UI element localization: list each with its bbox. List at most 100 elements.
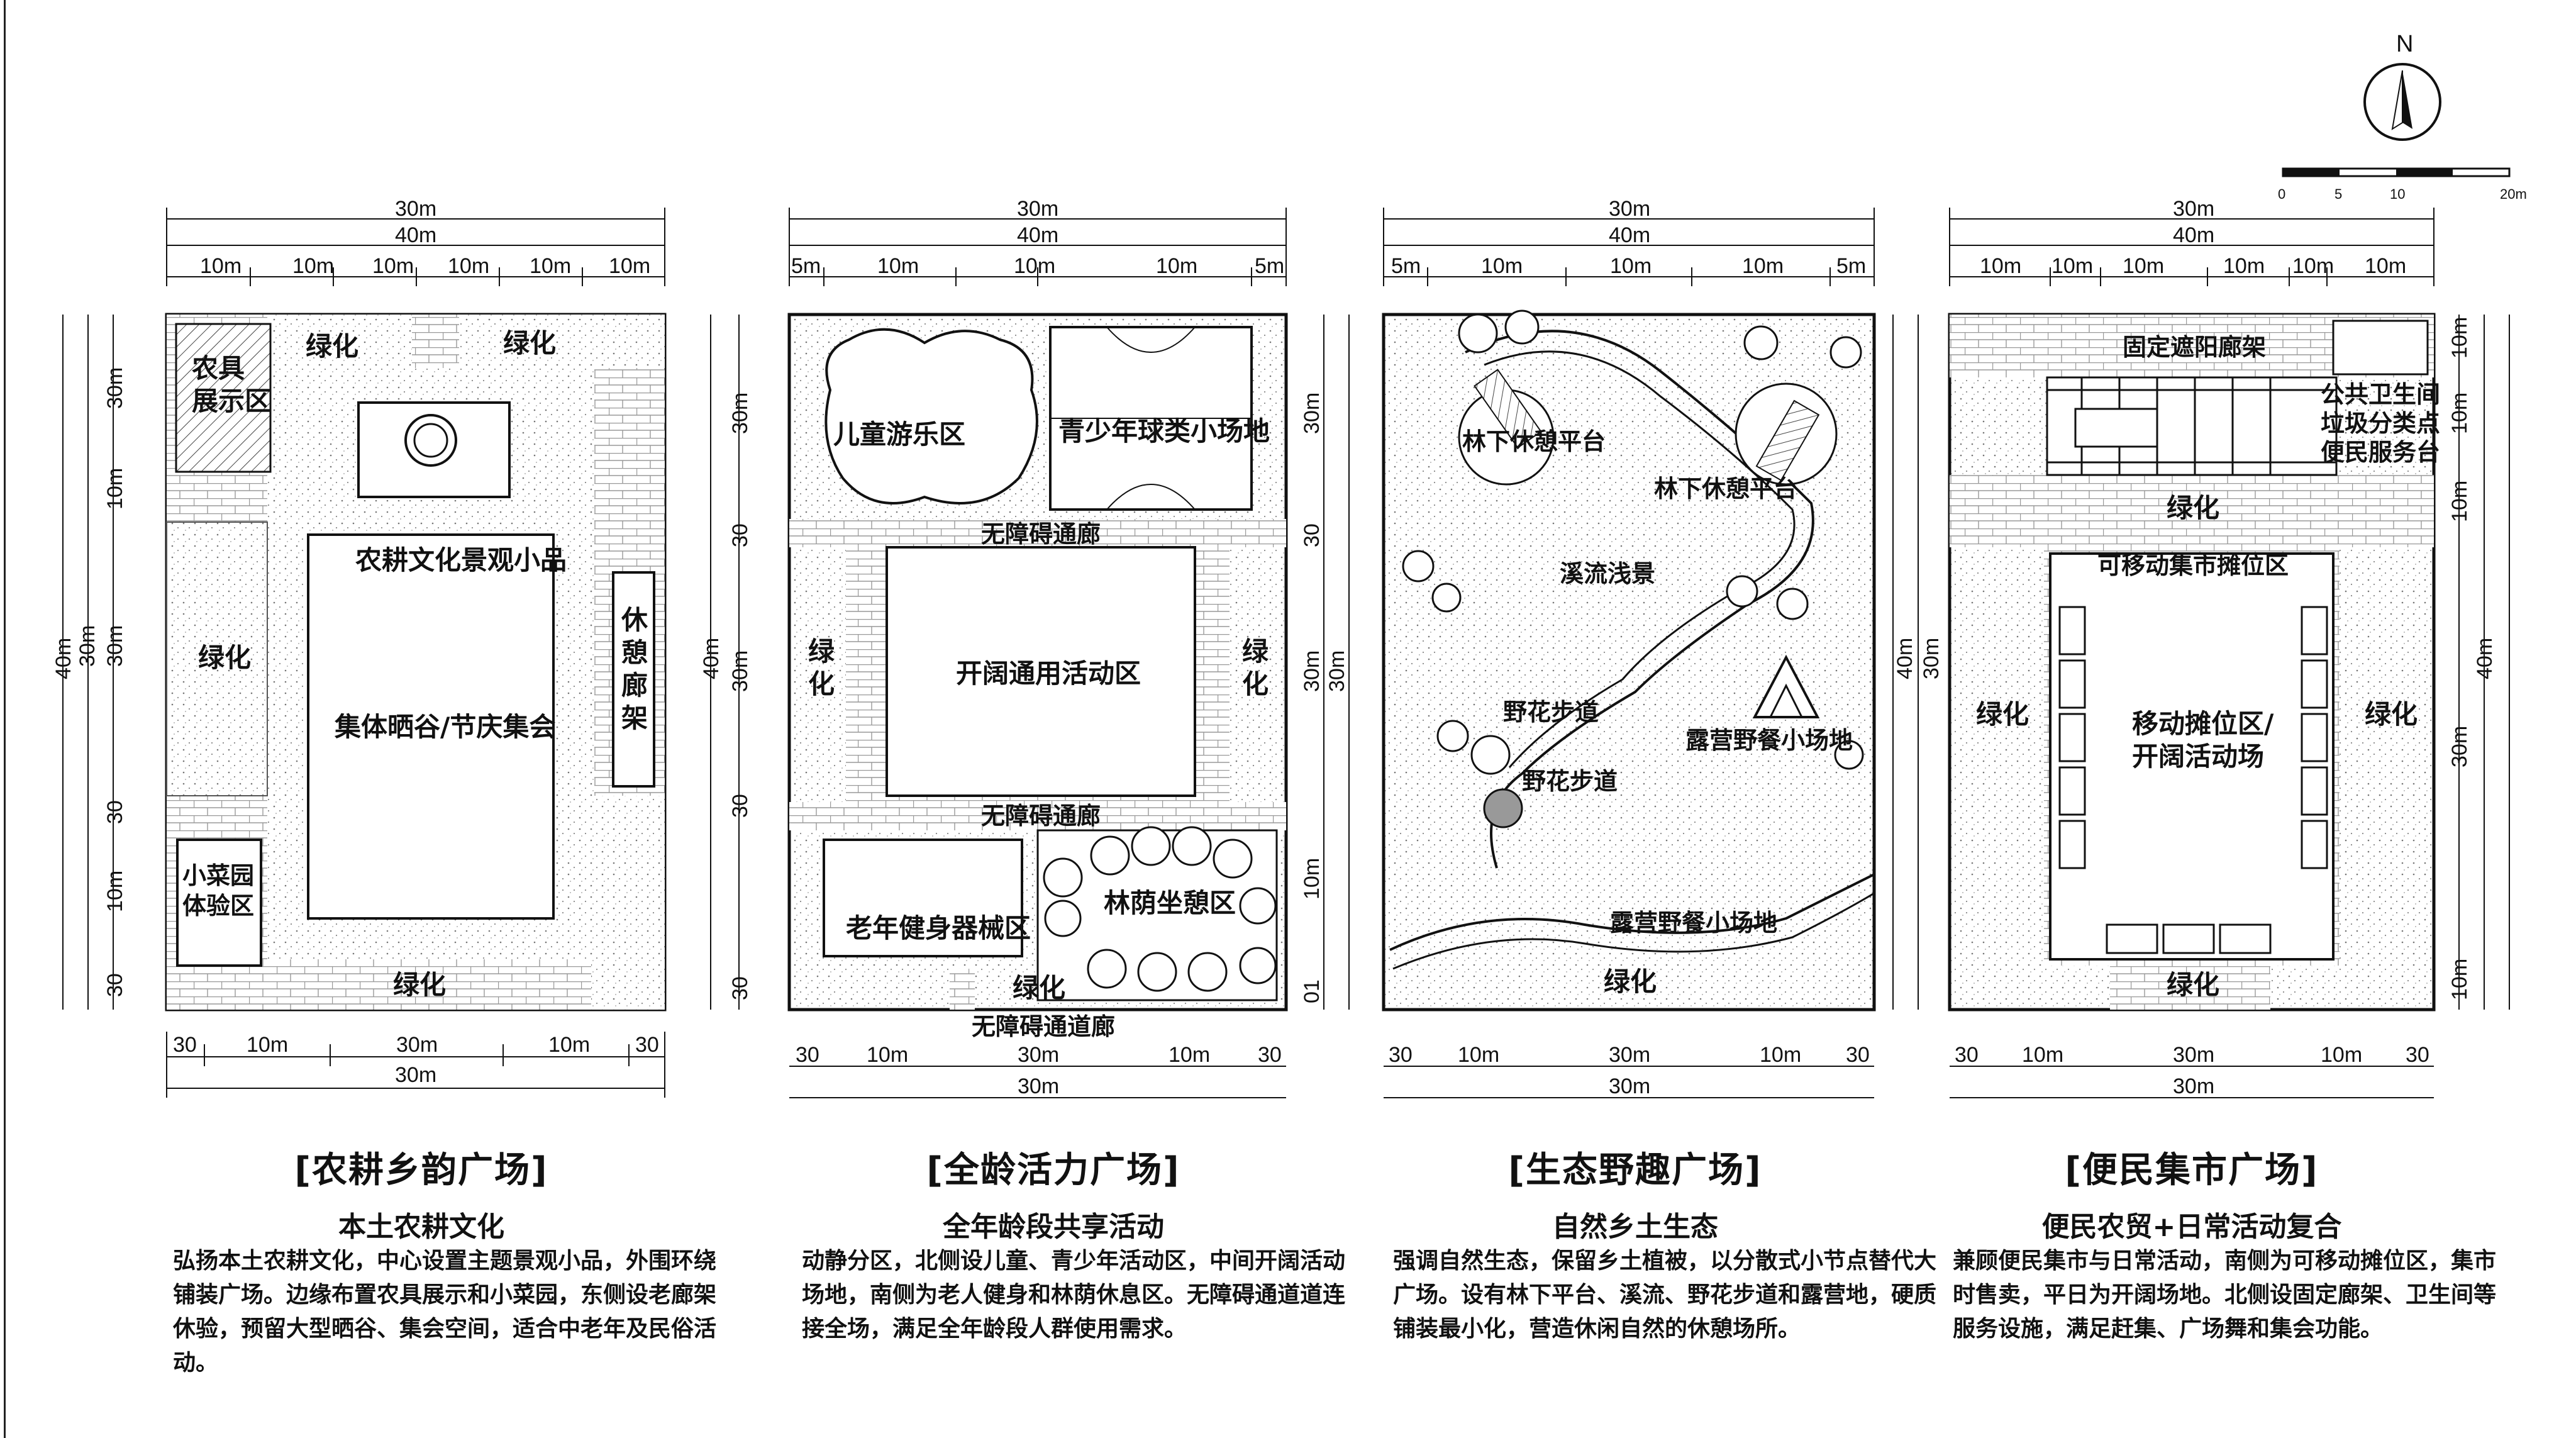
zone-camping-2: 露营野餐小场地	[1610, 909, 1777, 937]
zone-vegetable-garden-l1: 小菜园	[182, 862, 254, 889]
dim-left-seg-3: 30m	[103, 625, 127, 667]
caption-all-age: [全龄活力广场] 全年龄段共享活动	[777, 1142, 1330, 1244]
dim-bottom-seg-3: 30m	[396, 1033, 438, 1057]
dim-bottom-overall: 30m	[395, 1063, 436, 1087]
dim-top-seg-4: 10m	[448, 254, 489, 278]
zone-mobile-stalls: 移动摊位区/开阔活动场	[2132, 708, 2274, 772]
caption-farming: [农耕乡韵广场] 本土农耕文化	[145, 1142, 698, 1244]
zone-rest-corridor-l4: 架	[621, 703, 648, 733]
dim-right-seg-6: 01	[1300, 979, 1324, 1003]
dim-left-seg-5: 10m	[103, 871, 127, 912]
zone-tool-display-l1: 农具	[192, 353, 245, 384]
dim-bottom-seg-1: 30	[1389, 1043, 1413, 1067]
dim-left-seg-4: 30	[103, 800, 127, 824]
dim-bottom-seg-3: 30m	[2173, 1043, 2214, 1067]
dim-bottom-seg-2: 10m	[247, 1033, 288, 1057]
dim-right-seg-3: 10m	[2448, 481, 2472, 522]
dim-bottom-seg-2: 10m	[2022, 1043, 2063, 1067]
panel-title: [生态野趣广场]	[1508, 1150, 1762, 1191]
dim-right-outer: 40m	[2473, 638, 2497, 679]
dim-right-mid: 30m	[2448, 726, 2472, 767]
dim-top-overall-b: 40m	[2173, 223, 2214, 247]
dim-left-seg-1: 30m	[103, 367, 127, 409]
caption-market: [便民集市广场] 便民农贸+日常活动复合	[1915, 1142, 2468, 1244]
zone-children-play: 儿童游乐区	[833, 419, 965, 450]
zone-green-top-left: 绿化	[306, 331, 358, 362]
zone-sculpture: 农耕文化景观小品	[355, 545, 567, 576]
zone-green-right-l2: 化	[1242, 669, 1269, 699]
plans-drawing: N 0 5 10 20m 30m 40m 10m 10	[52, 31, 2527, 1098]
zone-mobile-stalls-top: 可移动集市摊位区	[2097, 552, 2289, 579]
zone-flower-path-1: 野花步道	[1503, 698, 1599, 726]
dim-top-seg-5: 5m	[1255, 254, 1284, 278]
dim-top-seg-1: 5m	[791, 254, 821, 278]
zone-platform-2: 林下休憩平台	[1654, 475, 1797, 503]
dim-left-seg-2: 10m	[103, 468, 127, 510]
dim-left-outer: 40m	[52, 638, 75, 679]
desc-ecology: 强调自然生态，保留乡土植被，以分散式小节点替代大广场。设有林下平台、溪流、野花步…	[1393, 1248, 1937, 1342]
zone-green-left-l1: 绿	[808, 636, 835, 667]
panel-subtitle: 便民农贸+日常活动复合	[2041, 1211, 2342, 1243]
dim-top-seg-4: 10m	[1156, 254, 1197, 278]
dim-top-seg-5: 10m	[2292, 254, 2334, 278]
plan-market: 30m 40m 10m 10m 10m 10m 10m 10m 10m 10m …	[1948, 197, 2510, 1098]
zone-green-left-l2: 化	[808, 669, 835, 699]
zone-services-l3: 便民服务台	[2321, 438, 2440, 466]
dim-left-mid: 30m	[75, 625, 99, 667]
plan-ecology: 30m 40m 5m 10m 10m 10m 5m 40m 30m	[1382, 197, 1943, 1098]
dim-top-overall-a: 30m	[2173, 197, 2214, 221]
zone-green-left: 绿化	[808, 636, 835, 699]
dim-left-seg-3: 30m	[728, 650, 752, 692]
zone-open-activity: 开阔通用活动区	[956, 658, 1141, 689]
dim-top-seg-1: 10m	[200, 254, 242, 278]
dim-bottom-seg-1: 30	[796, 1043, 819, 1067]
dim-bottom-seg-3: 30m	[1609, 1043, 1650, 1067]
zone-green-left: 绿化	[1976, 699, 2029, 730]
dim-right-bottom: 10m	[2448, 959, 2472, 1000]
zone-green-right-l1: 绿	[1242, 636, 1269, 667]
zone-camping-1: 露营野餐小场地	[1685, 727, 1853, 754]
zone-rest-corridor-l3: 廊	[621, 670, 648, 701]
zone-mobile-stalls-l2: 开阔活动场	[2132, 741, 2264, 772]
zone-green-left: 绿化	[198, 642, 251, 673]
dim-top-seg-2: 10m	[2051, 254, 2093, 278]
zone-green-top-right: 绿化	[503, 328, 556, 359]
dim-bottom-seg-4: 10m	[1760, 1043, 1801, 1067]
zone-vegetable-garden: 小菜园体验区	[182, 862, 254, 920]
dim-top-overall-b: 40m	[1017, 223, 1058, 247]
panel-title: [便民集市广场]	[2065, 1150, 2319, 1191]
dim-top-seg-3: 10m	[1014, 254, 1055, 278]
zone-green-right: 绿化	[2365, 699, 2418, 730]
zone-tool-display: 农具展示区	[192, 353, 271, 416]
dim-left-seg-6: 30	[103, 973, 127, 997]
panel-subtitle: 自然乡土生态	[1552, 1211, 1718, 1243]
scale-bar: 0 5 10 20m	[2278, 167, 2527, 202]
dim-bottom-seg-2: 10m	[867, 1043, 908, 1067]
dim-right-seg-5: 10m	[1300, 858, 1324, 900]
zone-elderly-fitness: 老年健身器械区	[846, 913, 1031, 944]
dim-top-seg-5: 5m	[1836, 254, 1866, 278]
scale-tick-5: 5	[2334, 186, 2342, 202]
zone-services: 公共卫生间垃圾分类点便民服务台	[2321, 381, 2440, 466]
dim-right-seg-1: 30m	[1300, 393, 1324, 434]
dim-top-seg-6: 10m	[2365, 254, 2406, 278]
scale-tick-20: 20m	[2500, 186, 2527, 202]
dim-top-seg-2: 10m	[292, 254, 334, 278]
zone-green-bottom: 绿化	[1013, 973, 1065, 1003]
dim-bottom-overall: 30m	[2173, 1074, 2214, 1098]
dim-top-seg-6: 10m	[609, 254, 650, 278]
zone-green-mid: 绿化	[2167, 493, 2219, 523]
dim-top-seg-3: 10m	[372, 254, 414, 278]
dim-right-seg-3: 30m	[1300, 650, 1324, 692]
dim-top-overall-a: 30m	[1609, 197, 1650, 221]
north-label: N	[2396, 31, 2413, 57]
dim-top-overall-a: 30m	[1017, 197, 1058, 221]
dim-top-seg-2: 10m	[877, 254, 919, 278]
dim-bottom-seg-4: 10m	[2321, 1043, 2362, 1067]
dim-right-outer: 40m	[1893, 638, 1917, 679]
scale-tick-10: 10	[2390, 186, 2405, 202]
dim-top-seg-1: 5m	[1391, 254, 1421, 278]
caption-ecology: [生态野趣广场] 自然乡土生态	[1358, 1142, 1912, 1244]
dim-bottom-seg-4: 10m	[1169, 1043, 1210, 1067]
zone-platform-1: 林下休憩平台	[1462, 428, 1606, 455]
